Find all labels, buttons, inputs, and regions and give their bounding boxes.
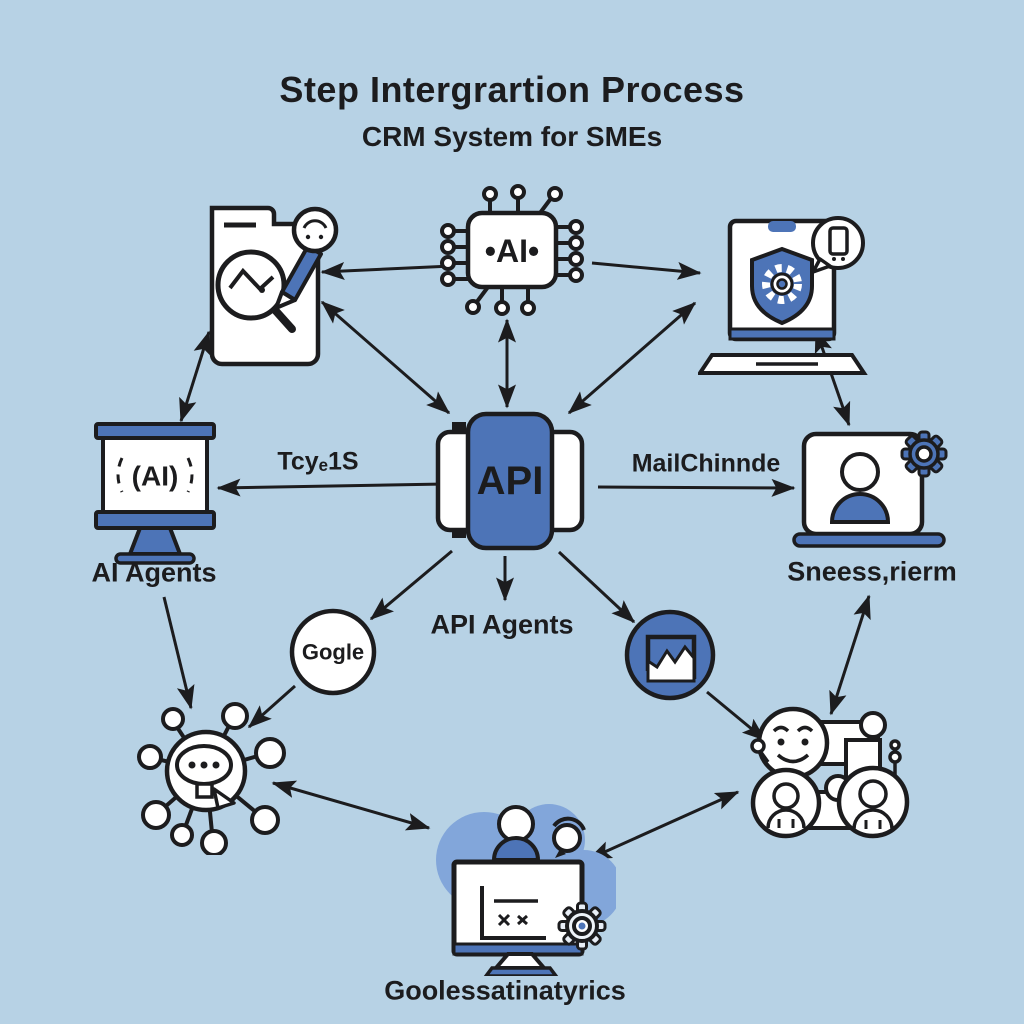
gear-icon: [557, 901, 607, 951]
google-circle-icon: Gogle: [289, 608, 377, 696]
smiley-icon: [756, 706, 830, 780]
laptop-base: [792, 532, 946, 548]
ai-monitor-icon: (AI): [90, 420, 220, 565]
monitor-screen-label: (AI): [132, 461, 179, 492]
robot-user-left-icon: [750, 767, 822, 839]
gear-icon: [900, 430, 948, 478]
document-analysis-icon: [188, 192, 340, 378]
magnifier-icon: [215, 249, 296, 333]
x-marks: [497, 913, 528, 927]
robots-icon: [738, 700, 910, 848]
secure-laptop-icon: [698, 207, 873, 387]
diagram-subtitle: CRM System for SMEs: [361, 121, 663, 152]
network-hub-icon: [128, 693, 286, 855]
pencil-icon: [274, 206, 339, 310]
user-avatar-icon: [829, 452, 891, 524]
speech-circle-icon: [552, 816, 586, 858]
ai-agents-caption: AI Agents: [91, 557, 217, 588]
google-label: Gogle: [302, 640, 364, 665]
api-connector-icon: API: [428, 406, 592, 556]
analytics-caption: Goolessatinatyrics: [384, 975, 626, 1006]
chart-circle-icon: [624, 609, 716, 701]
crm-laptop-caption: Sneess,rierm: [787, 556, 957, 587]
edge-label-right: MailChinnde: [631, 449, 781, 478]
diagram-title: Step Intergrartion Process: [279, 69, 745, 110]
phone-bubble-icon: [811, 216, 865, 274]
chip-label: •AI•: [485, 233, 539, 269]
ai-chip-icon: •AI•: [428, 183, 596, 335]
camera-notch: [768, 221, 796, 232]
user-laptop-icon: [792, 424, 952, 564]
shield-gear-icon: [750, 246, 814, 326]
chat-bubble-icon: [175, 744, 236, 810]
analytics-workstation-icon: [424, 798, 616, 976]
robot-user-right-icon: [836, 765, 910, 839]
monitor-stand: [127, 526, 183, 556]
person-icon: [491, 805, 541, 862]
area-chart-glyph: [646, 644, 696, 683]
edge-label-left: Tcyₑ1S: [277, 447, 359, 476]
api-label: API: [477, 459, 544, 503]
api-agents-caption: API Agents: [430, 609, 574, 640]
